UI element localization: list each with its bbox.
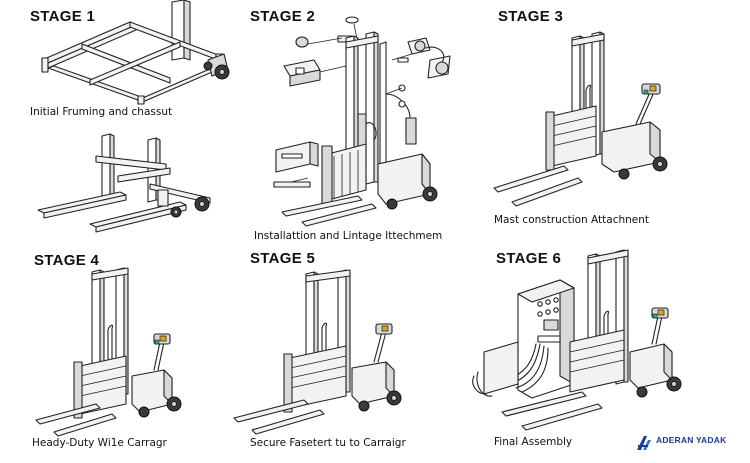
stage-5-caption: Secure Fasetert tu to Carraigr	[250, 437, 406, 449]
stage-1-chassis-illustration	[37, 133, 211, 233]
stage-2-title: STAGE 2	[250, 8, 316, 25]
stage-1-caption: Initial Fruming and chassut	[30, 106, 173, 118]
stage-4-caption: Heady-Duty Wi1e Carragr	[32, 437, 167, 449]
stage-5-fastener-illustration	[233, 269, 402, 435]
stage-5-title: STAGE 5	[250, 250, 316, 267]
stage-4-carriage-illustration	[35, 267, 182, 437]
brand-logo: ADERAN YADAK	[636, 432, 746, 454]
stage-1-frame-illustration	[41, 0, 230, 105]
stage-6-caption: Final Assembly	[494, 436, 573, 448]
stage-3-title: STAGE 3	[498, 8, 564, 25]
stage-6-final-illustration	[472, 249, 682, 431]
stage-1-title: STAGE 1	[30, 8, 96, 25]
stage-4-title: STAGE 4	[34, 252, 100, 269]
stage-6-title: STAGE 6	[496, 250, 562, 267]
stage-2-exploded-illustration	[273, 16, 451, 227]
stage-2-caption: Installattion and Lintage Ittechmem	[254, 230, 443, 242]
stage-3-caption: Mast construction Attachnent	[494, 214, 650, 226]
brand-logo-text: ADERAN YADAK	[656, 435, 727, 445]
brand-logo-mark-icon	[637, 436, 651, 450]
stage-3-mast-illustration	[493, 31, 668, 207]
